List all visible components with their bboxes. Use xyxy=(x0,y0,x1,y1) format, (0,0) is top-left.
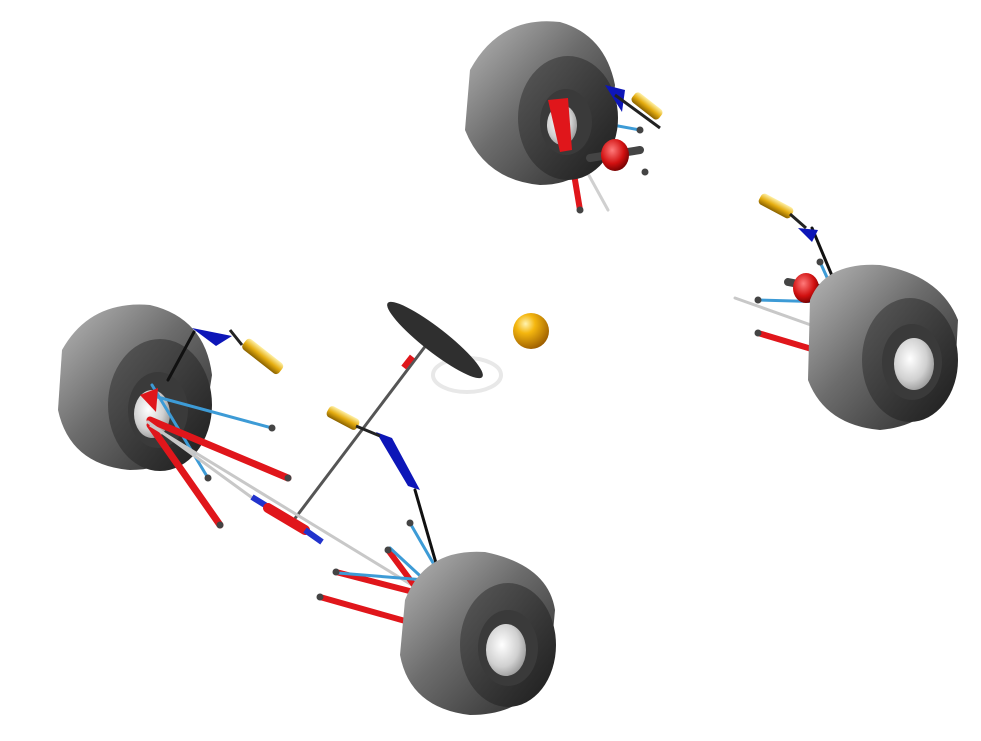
rear-right-corner xyxy=(733,193,958,430)
rear-left-corner xyxy=(465,21,663,214)
rear-right-spring xyxy=(758,193,807,230)
rear-left-spring xyxy=(614,92,663,130)
rear-left-hub xyxy=(586,139,644,171)
front-right-rocker xyxy=(376,432,420,490)
front-right-corner xyxy=(316,406,556,715)
front-left-spring xyxy=(228,329,284,375)
rear-right-rocker xyxy=(798,228,818,242)
front-left-rocker xyxy=(192,328,232,346)
front-left-upright xyxy=(140,388,158,412)
center-of-mass-ball-icon[interactable] xyxy=(513,313,549,349)
front-left-corner xyxy=(58,304,292,529)
tire-rear-right-icon[interactable] xyxy=(808,264,958,430)
front-left-links xyxy=(146,330,292,529)
steering-wheel-icon[interactable] xyxy=(380,294,503,394)
steering-assembly xyxy=(149,294,503,592)
front-right-spring xyxy=(326,406,381,438)
rear-left-rocker xyxy=(605,85,625,112)
tire-front-right-icon[interactable] xyxy=(400,551,556,715)
rear-left-upright xyxy=(548,98,572,152)
